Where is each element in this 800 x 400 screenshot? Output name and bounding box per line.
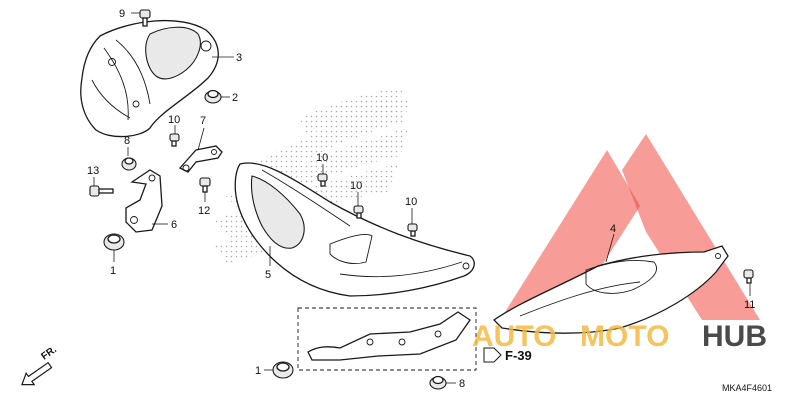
callout-10-upper: 10 [168, 114, 180, 126]
part-screw-upper [169, 133, 180, 147]
watermark-text-hub: HUB [702, 320, 767, 353]
callout-9: 9 [119, 8, 125, 20]
front-arrow-icon [21, 361, 53, 386]
watermark-text-moto: MOTO [580, 320, 669, 353]
watermark-text-auto: AUTO [472, 320, 556, 353]
part-screw-bracket [199, 177, 211, 193]
callout-6: 6 [171, 219, 177, 231]
callout-8-left: 8 [124, 135, 130, 147]
callout-1-left: 1 [110, 265, 116, 277]
part-screw-cowl-1 [317, 173, 328, 187]
callout-5: 5 [265, 269, 271, 281]
reference-label: F-39 [505, 348, 532, 363]
callout-4: 4 [610, 223, 616, 235]
part-grommet-upper [204, 89, 222, 104]
callout-2: 2 [232, 92, 238, 104]
watermark-wordmark: AUTO MOTO HUB [472, 320, 767, 353]
direction-label: FR. [39, 344, 59, 362]
callout-7: 7 [200, 115, 206, 127]
reference-arrow-icon [483, 347, 502, 363]
part-grommet-left [121, 157, 137, 171]
callout-10-cowl-2: 10 [350, 180, 362, 192]
part-lower-bracket [307, 311, 471, 361]
part-upper-cover [80, 20, 219, 138]
part-bolt-top [139, 9, 151, 27]
watermark-triangle-right [622, 134, 760, 320]
part-under-cowl [234, 162, 475, 297]
part-screw-panel [743, 269, 754, 284]
callout-12: 12 [198, 205, 210, 217]
reference-f39[interactable]: F-39 [483, 347, 532, 363]
part-grommet-lower-left [103, 233, 125, 251]
direction-fr: FR. [21, 344, 59, 386]
part-grommet-bottom [272, 361, 294, 379]
watermark-triangle-left [500, 150, 640, 320]
part-grommet-bottom-right [429, 375, 447, 390]
callout-8-bottom: 8 [459, 378, 465, 390]
callout-1-bottom: 1 [255, 365, 261, 377]
detail-frame [297, 307, 477, 371]
part-bolt-left [89, 185, 114, 197]
callout-13: 13 [87, 165, 99, 177]
part-screw-cowl-3 [407, 223, 418, 237]
callout-3: 3 [236, 52, 242, 64]
callout-10-cowl-1: 10 [316, 152, 328, 164]
callout-11: 11 [744, 299, 755, 311]
diagram-part-code: MKA4F4601 [722, 383, 772, 393]
leader-lines [93, 12, 751, 384]
part-stay-bracket [125, 169, 163, 233]
callout-10-cowl-3: 10 [405, 196, 417, 208]
part-bracket-small [178, 145, 223, 173]
part-side-cover-panel [492, 245, 729, 334]
part-screw-cowl-2 [353, 205, 364, 219]
